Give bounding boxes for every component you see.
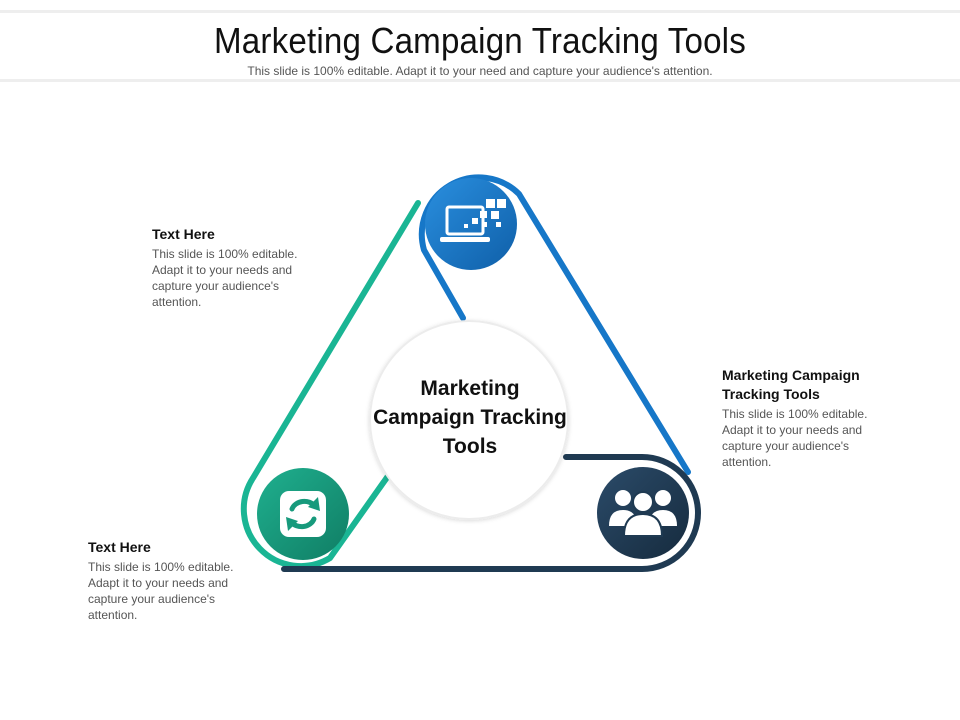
center-label: Marketing Campaign Tracking Tools [373, 377, 567, 458]
teal-connector [240, 200, 421, 570]
center-circle [369, 320, 569, 520]
callout-right: Marketing Campaign Tracking Tools This s… [722, 366, 897, 470]
node-top [425, 178, 517, 270]
node-bottom-right [597, 467, 689, 559]
page-title: Marketing Campaign Tracking Tools [214, 20, 746, 61]
refresh-arrows-icon [280, 491, 326, 537]
node-bottom-left [257, 468, 349, 560]
user-group-icon [609, 490, 677, 537]
navy-connector [281, 454, 701, 572]
laptop-pixels-icon [440, 199, 506, 242]
callout-body: This slide is 100% editable. Adapt it to… [88, 560, 234, 622]
callout-title: Text Here [152, 226, 215, 242]
header-band [0, 10, 960, 82]
callout-top-left: Text Here This slide is 100% editable. A… [152, 225, 302, 310]
callout-title: Text Here [88, 539, 151, 555]
callout-body: This slide is 100% editable. Adapt it to… [722, 407, 868, 469]
callout-title: Marketing Campaign Tracking Tools [722, 367, 860, 402]
page-subtitle: This slide is 100% editable. Adapt it to… [247, 64, 713, 78]
callout-body: This slide is 100% editable. Adapt it to… [152, 247, 298, 309]
callout-bottom-left: Text Here This slide is 100% editable. A… [88, 538, 238, 623]
